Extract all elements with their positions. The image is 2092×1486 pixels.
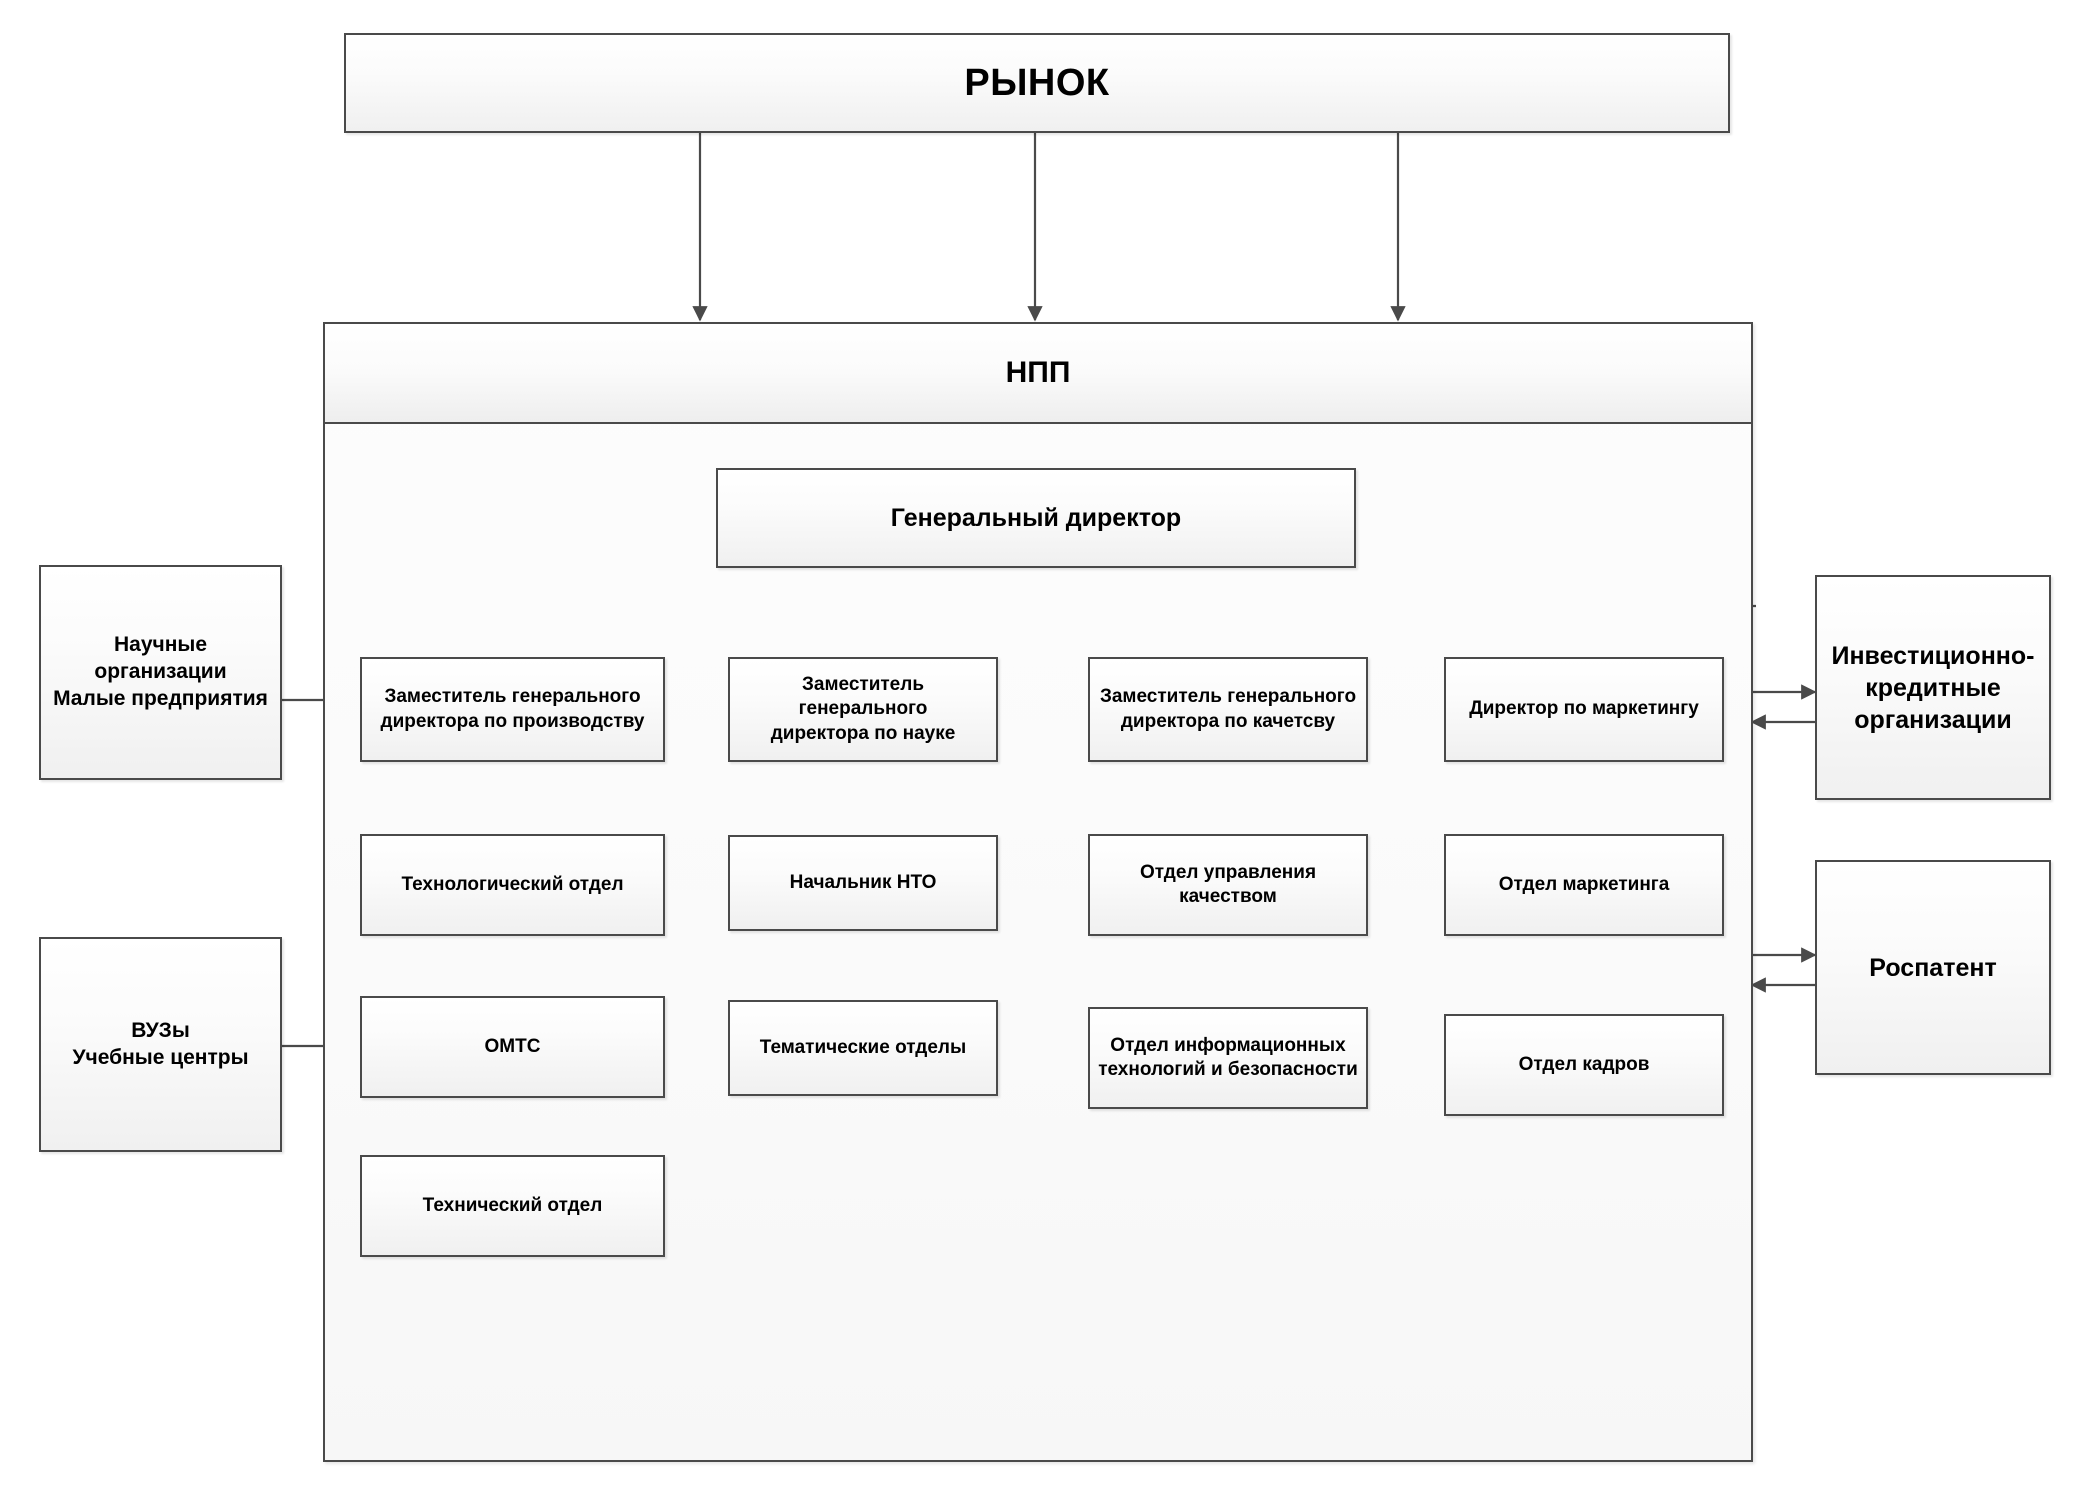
line-2: директора по производству [380, 710, 645, 732]
line-2: Учебные центры [72, 1045, 249, 1069]
node-marketing-dept-label: Отдел маркетинга [1498, 873, 1670, 895]
node-thematic-depts[interactable]: Тематические отделы [728, 1000, 998, 1096]
npp-title: НПП [1005, 356, 1071, 389]
market-box[interactable]: РЫНОК [344, 33, 1730, 133]
column-quality-head[interactable]: Заместитель генерального директора по ка… [1088, 657, 1368, 762]
general-director-box[interactable]: Генеральный директор [716, 468, 1356, 568]
line-1: Заместитель генерального [798, 674, 928, 720]
node-quality-mgmt-dept[interactable]: Отдел управления качеством [1088, 834, 1368, 936]
node-nto-chief-label: Начальник НТО [789, 871, 937, 893]
line-1: Научные организации [94, 633, 227, 684]
node-technical-dept-label: Технический отдел [422, 1194, 603, 1216]
external-right-rospatent-label: Роспатент [1825, 952, 2041, 984]
line-1: ВУЗы [131, 1018, 190, 1042]
node-it-security-dept-label: Отдел информационных технологий и безопа… [1098, 1034, 1358, 1083]
node-hr-dept-label: Отдел кадров [1518, 1053, 1650, 1075]
external-left-universities[interactable]: ВУЗы Учебные центры [39, 937, 282, 1152]
npp-header: НПП [323, 322, 1753, 424]
external-right-invest-credit[interactable]: Инвестиционно- кредитные организации [1815, 575, 2051, 800]
line-1: Отдел информационных [1110, 1034, 1346, 1056]
node-omts[interactable]: ОМТС [360, 996, 665, 1098]
line-1: Роспатент [1869, 953, 1997, 982]
line-2: кредитные [1865, 673, 2001, 702]
column-quality-head-label: Заместитель генерального директора по ка… [1098, 685, 1358, 734]
node-hr-dept[interactable]: Отдел кадров [1444, 1014, 1724, 1116]
external-right-rospatent[interactable]: Роспатент [1815, 860, 2051, 1075]
line-1: Заместитель генерального [384, 686, 641, 708]
node-technical-dept[interactable]: Технический отдел [360, 1155, 665, 1257]
column-production-head-label: Заместитель генерального директора по пр… [370, 685, 655, 734]
external-left-universities-label: ВУЗы Учебные центры [49, 1018, 272, 1072]
node-quality-mgmt-dept-label: Отдел управления качеством [1098, 861, 1358, 910]
market-label: РЫНОК [964, 61, 1110, 104]
external-left-sci-orgs-label: Научные организации Малые предприятия [49, 632, 272, 713]
line-2: директора по качетсву [1120, 710, 1336, 732]
node-nto-chief[interactable]: Начальник НТО [728, 835, 998, 931]
line-2: качеством [1179, 886, 1277, 907]
general-director-label: Генеральный директор [890, 504, 1182, 532]
node-omts-label: ОМТС [484, 1035, 541, 1057]
node-marketing-dept[interactable]: Отдел маркетинга [1444, 834, 1724, 936]
line-2: директора по науке [770, 722, 956, 744]
node-tech-dept[interactable]: Технологический отдел [360, 834, 665, 936]
column-marketing-head-label: Директор по маркетингу [1469, 698, 1699, 720]
node-it-security-dept[interactable]: Отдел информационных технологий и безопа… [1088, 1007, 1368, 1109]
external-right-invest-credit-label: Инвестиционно- кредитные организации [1825, 640, 2041, 736]
node-thematic-depts-label: Тематические отделы [759, 1036, 967, 1058]
line-1: Отдел управления [1139, 861, 1317, 883]
column-marketing-head[interactable]: Директор по маркетингу [1444, 657, 1724, 762]
column-production-head[interactable]: Заместитель генерального директора по пр… [360, 657, 665, 762]
column-science-head-label: Заместитель генерального директора по на… [738, 673, 988, 746]
external-left-sci-orgs[interactable]: Научные организации Малые предприятия [39, 565, 282, 780]
column-science-head[interactable]: Заместитель генерального директора по на… [728, 657, 998, 762]
line-2: Малые предприятия [53, 686, 268, 710]
node-tech-dept-label: Технологический отдел [401, 873, 624, 895]
line-1: Заместитель генерального [1099, 686, 1357, 708]
line-1: Инвестиционно- [1831, 641, 2035, 670]
line-3: организации [1854, 705, 2012, 734]
line-2: технологий и безопасности [1098, 1059, 1358, 1080]
